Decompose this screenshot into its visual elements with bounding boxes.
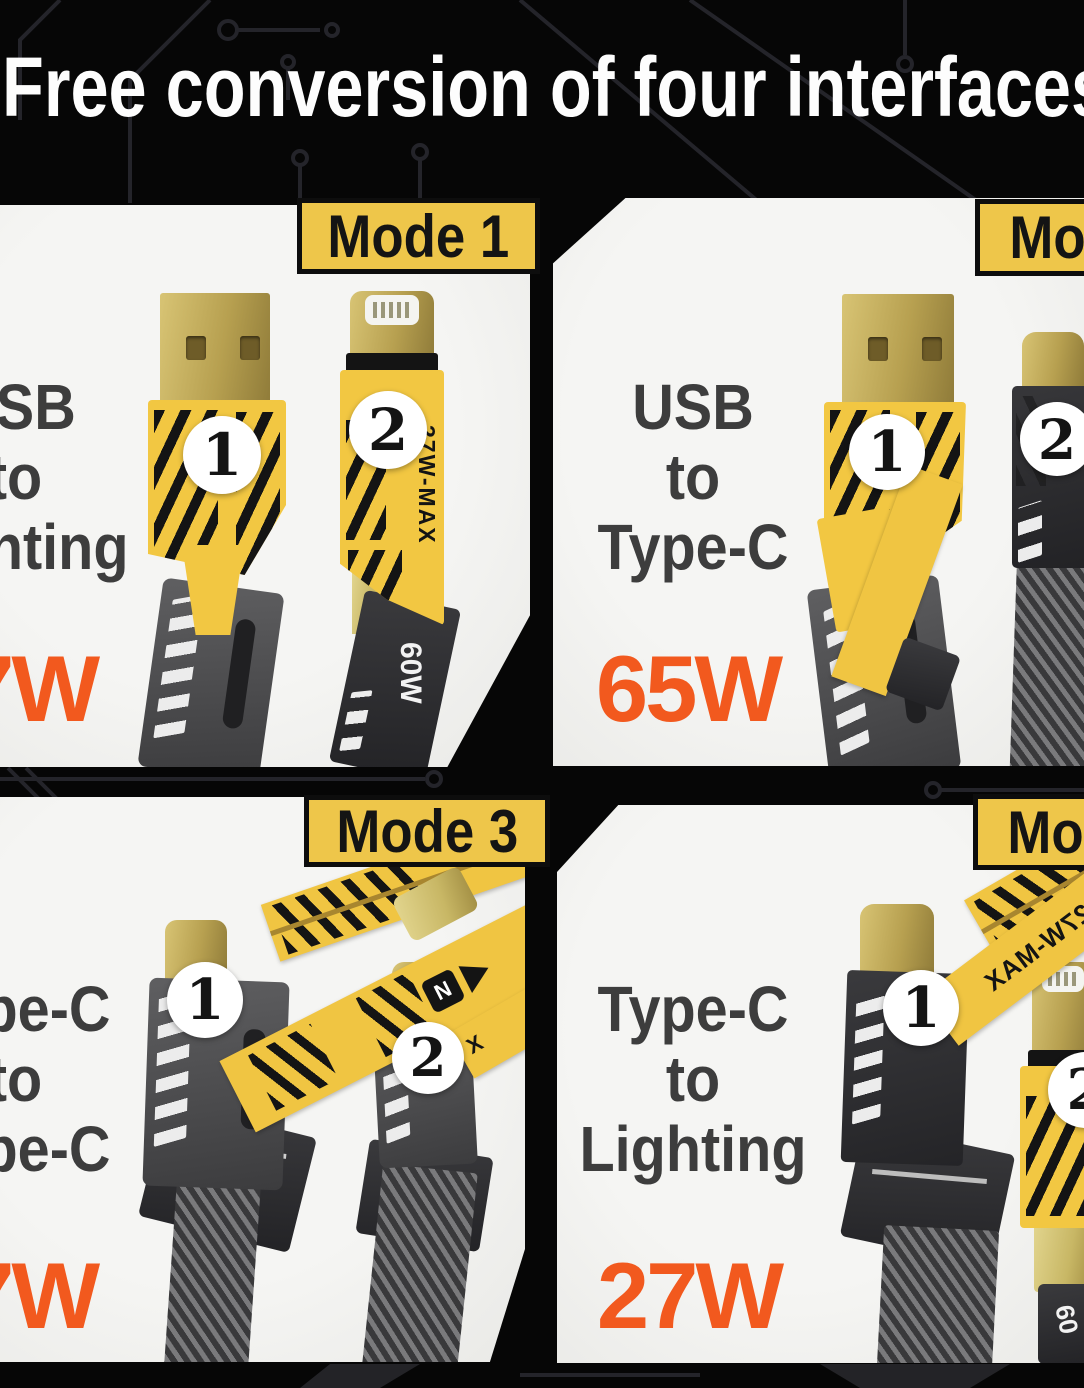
mode-3-connection-text: Type-C to Type-C [0,974,195,1184]
mode-4-mid: to [665,1043,721,1115]
cable-power-label: 60W [393,641,427,704]
braided-cable [1009,558,1084,766]
marker-1-badge: 1 [167,962,243,1038]
mode-2-connection-text: USB to Type-C [553,371,873,583]
mode-3-from: Type-C [0,973,111,1045]
mode-1-to: Lighting [0,511,129,583]
lightning-contacts [365,295,419,325]
mode-2-to: Type-C [597,511,789,583]
brand-logo: N [420,968,466,1014]
page-title: Free conversion of four interfaces [2,40,1084,134]
strap-mark: X [462,1029,488,1059]
mode-1-mid: to [0,441,43,513]
mode-2-from: USB [632,371,754,443]
mode-2-mid: to [665,441,721,513]
mode-2-wattage: 65W [595,636,783,741]
marker-2-badge: 2 [392,1022,464,1094]
mode-2-badge: Mode 2 [975,199,1084,276]
marker-1-badge: 1 [883,970,959,1046]
mode-1-from: USB [0,371,76,443]
braided-cable [361,1163,478,1362]
marker-1-badge: 1 [849,414,925,490]
usb-a-slot [868,337,888,361]
mode-3-to: Type-C [0,1113,111,1185]
usb-a-slot [922,337,942,361]
cable-end-60w: 60 [1038,1284,1084,1363]
mode-3-wattage: 67W [0,1243,100,1348]
marker-2-badge: 2 [349,391,427,469]
mode-1-panel: USB to Lighting 27W 1 27W-MAX 2 [0,205,530,767]
mode-3-mid: to [0,1043,43,1115]
mode-3-badge: Mode 3 [304,795,550,867]
mode-1-badge: Mode 1 [297,198,540,274]
marker-1-badge: 1 [183,416,261,494]
usb-a-slot [240,336,260,360]
mode-2-panel: USB to Type-C 65W 1 2 [553,198,1084,766]
mode-4-panel: Type-C to Lighting 27W 27W-MAX 1 2 [557,805,1084,1363]
mode-4-wattage: 27W [596,1243,784,1348]
mode-4-connection-text: Type-C to Lighting [557,973,873,1185]
mode-1-connection-text: USB to Lighting [0,372,195,582]
mode-4-badge: Mode 4 [973,794,1084,870]
type-c-plug-tip [1034,1220,1084,1292]
usb-a-slot [186,336,206,360]
mode-4-to: Lighting [579,1113,807,1185]
mode-3-panel: Type-C to Type-C 67W N X 1 [0,797,525,1362]
cable-power-label: 60 [1049,1302,1084,1337]
mode-4-from: Type-C [597,973,789,1045]
type-c-plug [1022,332,1084,390]
lightning-collar [346,353,438,375]
type-c-plug [860,904,934,980]
mode-1-wattage: 27W [0,636,100,741]
marker-2-badge: 2 [1020,402,1084,476]
